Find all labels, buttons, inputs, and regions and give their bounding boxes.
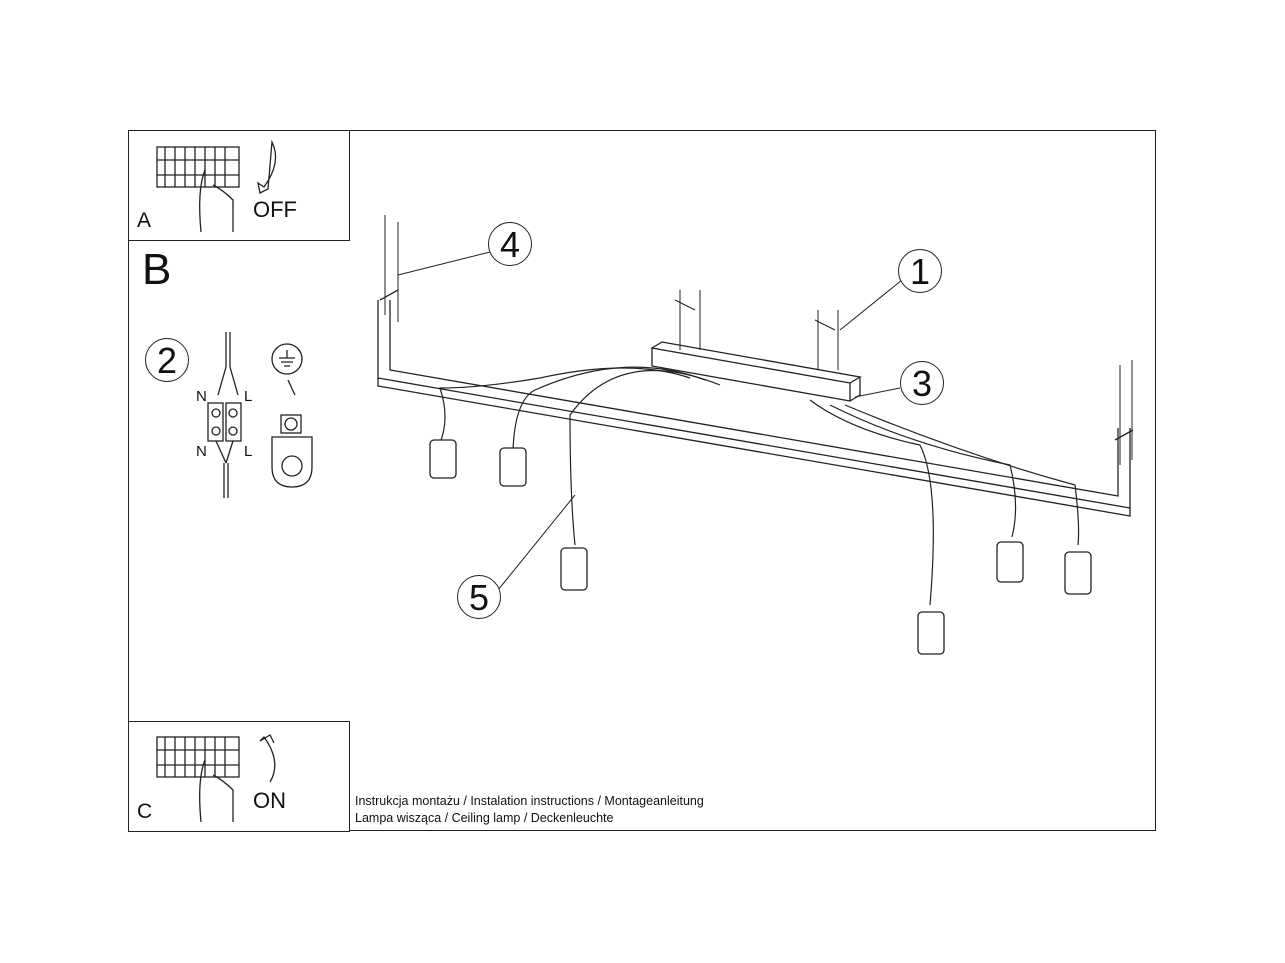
diagram-frame: [128, 130, 1156, 831]
cables: [439, 366, 1080, 606]
footer-line-1: Instrukcja montażu / Instalation instruc…: [355, 794, 704, 808]
callout-1: 1: [898, 249, 942, 293]
callout-3: 3: [900, 361, 944, 405]
footer-line-2: Lampa wisząca / Ceiling lamp / Deckenleu…: [355, 811, 614, 825]
lamp-sockets: [429, 439, 1092, 655]
step-c-letter: C: [137, 800, 153, 823]
step-a-letter: A: [137, 209, 152, 232]
step-b-letter: B: [142, 245, 172, 294]
on-label: ON: [253, 788, 286, 813]
neutral-label: N: [196, 443, 207, 460]
callout-5: 5: [457, 575, 501, 619]
ground-terminal-icon: [271, 343, 313, 488]
ceiling-canopy: [650, 290, 862, 402]
terminal-block-icon: [207, 332, 242, 498]
callout-2: 2: [145, 338, 189, 382]
callout-4: 4: [488, 222, 532, 266]
off-label: OFF: [253, 197, 297, 222]
live-label: L: [244, 443, 253, 460]
neutral-label: N: [196, 388, 207, 405]
circuit-breaker-icon: [156, 734, 276, 823]
rail-bar: [377, 215, 1134, 517]
circuit-breaker-icon: [156, 139, 277, 233]
live-label: L: [244, 388, 253, 405]
